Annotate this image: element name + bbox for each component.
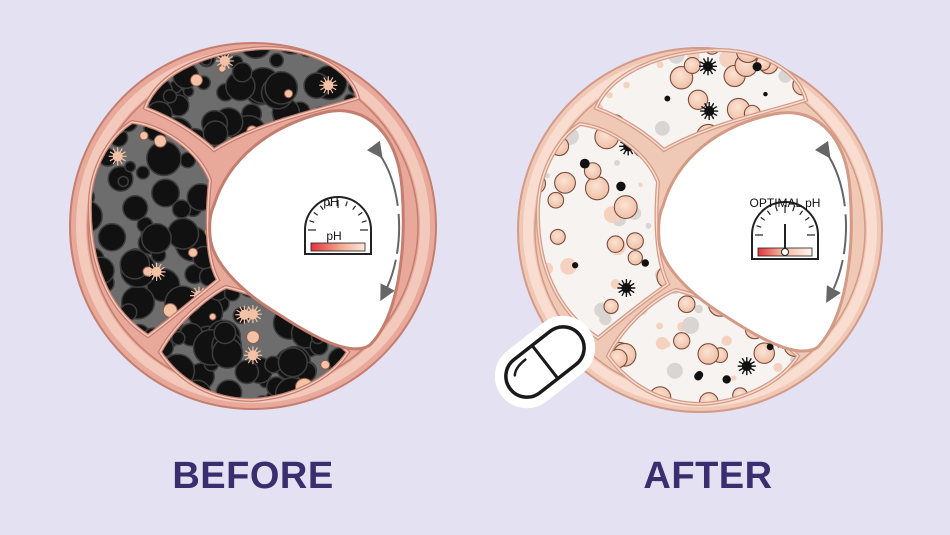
after-gauge-title: OPTIMAL pH bbox=[750, 196, 821, 210]
before-rotation-arrow-icon bbox=[366, 140, 401, 302]
before-cross-section: pH pH bbox=[69, 42, 437, 410]
before-ph-gauge-icon: pH bbox=[304, 196, 372, 255]
after-caption: AFTER bbox=[643, 455, 773, 497]
before-gauge-inner-label: pH bbox=[326, 229, 341, 243]
before-caption: BEFORE bbox=[172, 455, 334, 497]
after-cross-section: OPTIMAL pH bbox=[494, 47, 883, 413]
after-ph-gauge-icon bbox=[751, 201, 819, 260]
before-gauge-title: pH bbox=[323, 195, 338, 209]
capsule-icon bbox=[494, 315, 596, 409]
after-rotation-arrow-icon bbox=[814, 140, 848, 304]
